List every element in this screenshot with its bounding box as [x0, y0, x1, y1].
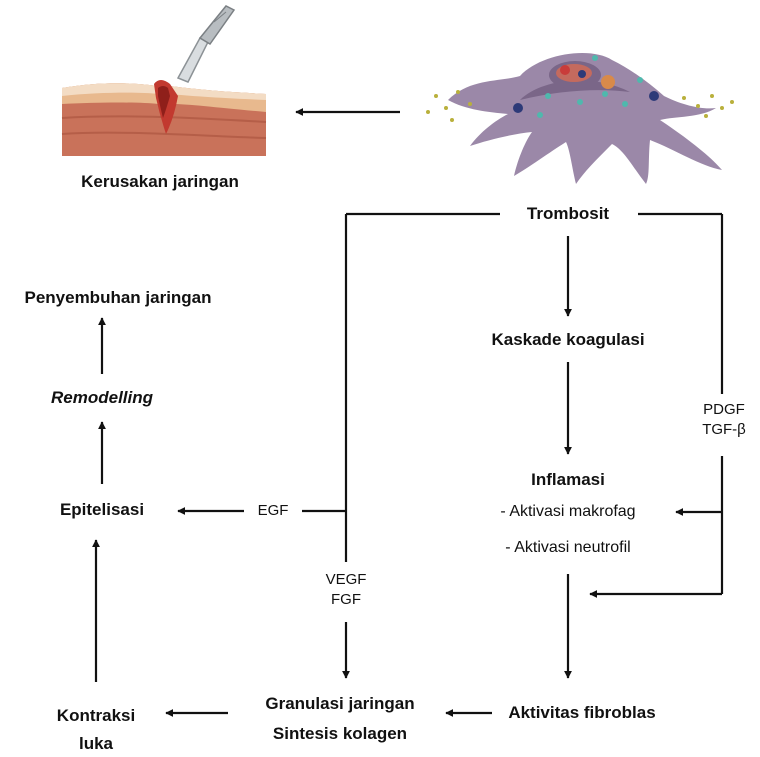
factor-egf: EGF: [258, 501, 289, 521]
skin-wound-illustration: [62, 80, 266, 156]
node-granulasi-jaringan: Granulasi jaringan: [265, 694, 414, 714]
factor-label-vegf-fgf: VEGF FGF: [326, 570, 367, 611]
inflamasi-item-neutrofil: - Aktivasi neutrofil: [505, 538, 630, 557]
node-kerusakan-jaringan: Kerusakan jaringan: [81, 172, 239, 192]
node-remodelling: Remodelling: [51, 388, 153, 408]
node-penyembuhan-jaringan: Penyembuhan jaringan: [24, 288, 211, 308]
inflamasi-item-makrofag: - Aktivasi makrofag: [500, 502, 635, 521]
node-inflamasi: Inflamasi: [531, 470, 605, 490]
node-trombosit: Trombosit: [527, 204, 609, 224]
node-aktivitas-fibroblas: Aktivitas fibroblas: [508, 703, 655, 723]
node-sintesis-kolagen: Sintesis kolagen: [273, 724, 407, 744]
factor-label-pdgf-tgf: PDGF TGF-β: [702, 400, 746, 441]
node-luka: luka: [79, 734, 113, 754]
scalpel-icon: [178, 6, 234, 82]
node-kontraksi: Kontraksi: [57, 706, 135, 726]
factor-vegf: VEGF: [326, 570, 367, 590]
platelet-illustration: [426, 53, 734, 184]
factor-tgf-beta: TGF-β: [702, 420, 746, 440]
flow-connectors: [96, 112, 722, 713]
node-epitelisasi: Epitelisasi: [60, 500, 144, 520]
factor-fgf: FGF: [326, 590, 367, 610]
node-kaskade-koagulasi: Kaskade koagulasi: [491, 330, 644, 350]
factor-pdgf: PDGF: [702, 400, 746, 420]
